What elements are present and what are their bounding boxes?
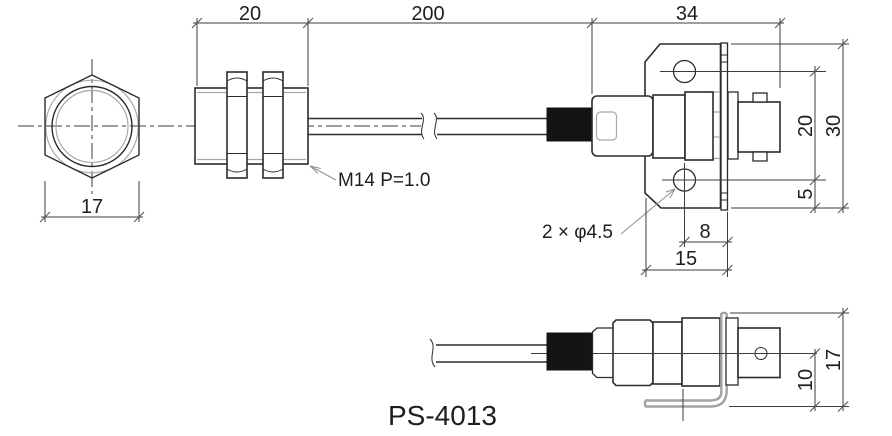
dim-8-hole-to-edge: 8: [699, 221, 710, 243]
dim-30-bracket-height: 30: [823, 115, 845, 137]
plug-housing: [612, 319, 654, 387]
inner-circle: [55, 89, 129, 164]
dim-bottom-view: 10 17: [729, 307, 849, 412]
dim-15-bracket-width: 15: [675, 248, 697, 270]
connector-ring: [652, 94, 686, 159]
dim-17-overall-height: 17: [823, 349, 845, 371]
dim-20-hole-pitch: 20: [795, 115, 817, 137]
holes-note-label: 2 × φ4.5: [542, 222, 613, 243]
dim-right-side: 20 30 5: [660, 38, 849, 214]
housing-detail: [595, 111, 618, 141]
cable-break: [433, 112, 438, 140]
dim-17-front: 17: [81, 196, 103, 218]
connector-bottom-view: 10 17: [429, 307, 849, 421]
bnc-body: [737, 101, 781, 153]
connector-top-view: 2 × φ4.5 20 30 5: [542, 38, 849, 277]
dim-20-thread: 20: [239, 3, 261, 25]
threaded-barrel: [194, 87, 309, 165]
thread-callout: M14 P=1.0: [309, 165, 430, 191]
cable-break: [420, 112, 425, 140]
dim-10-axis-to-foot: 10: [795, 369, 817, 391]
hex-nut: [226, 71, 248, 179]
bnc-body: [737, 327, 781, 379]
bnc-flange: [727, 91, 739, 160]
dim-chain-top: 20 200 34: [191, 3, 786, 94]
dim-200-cable: 200: [411, 3, 444, 25]
part-number-label: PS-4013: [388, 400, 497, 431]
outer-circle: [51, 85, 133, 168]
dim-34-connector: 34: [676, 3, 698, 25]
bayonet-lug: [752, 151, 768, 162]
cable-boot: [546, 107, 594, 142]
front-view: 17: [39, 59, 145, 223]
dim-5-hole-to-bottom: 5: [795, 188, 817, 199]
connector-ring: [681, 317, 721, 387]
thread-spec-label: M14 P=1.0: [338, 170, 430, 191]
dim-across-flats: 17: [39, 181, 145, 223]
plug-housing: [591, 95, 654, 157]
bayonet-lug: [752, 92, 768, 103]
side-view: 20 200 34 M14 P=1.0: [191, 3, 786, 191]
plug-housing-neck: [591, 327, 615, 379]
holes-callout: 2 × φ4.5: [542, 188, 676, 243]
connector-ring: [684, 91, 714, 161]
hex-outline: [44, 74, 140, 179]
bnc-flange: [725, 317, 739, 386]
cable-break: [429, 338, 436, 368]
hex-nut: [262, 71, 284, 179]
dim-bracket-bottom: 8 15: [640, 198, 733, 277]
cable-boot: [546, 332, 594, 371]
flange-plate-edge: [720, 42, 729, 211]
